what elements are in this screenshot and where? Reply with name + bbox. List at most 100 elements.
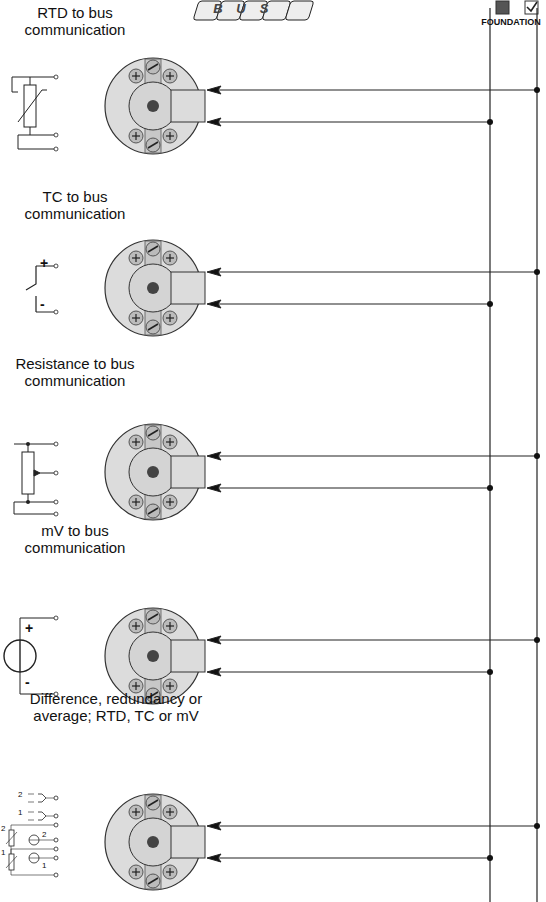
screw-cross (135, 622, 136, 630)
terminal-screw (163, 435, 177, 449)
wire (12, 77, 30, 92)
terminal-screw (163, 619, 177, 633)
wire (11, 825, 12, 830)
mounting-screw (146, 874, 160, 888)
screw-slot (148, 508, 158, 514)
screw-cross (135, 132, 136, 140)
mounting-screw (146, 610, 160, 624)
voltage-source (29, 840, 39, 841)
head-inner (129, 448, 177, 496)
wire (30, 77, 54, 85)
open-terminal (54, 847, 58, 851)
logo-check (527, 2, 537, 11)
polarity-sign: - (40, 296, 52, 312)
junction-dot (487, 485, 493, 491)
bus-drop (215, 271, 537, 272)
terminal-screw (129, 129, 143, 143)
screw-slot (148, 246, 158, 252)
voltage-source (29, 853, 39, 863)
screw-cross (135, 254, 136, 262)
screw-slot (148, 142, 158, 148)
wire (18, 135, 54, 149)
junction-dot (534, 637, 540, 643)
junction-dot (487, 119, 493, 125)
arrowhead (207, 118, 221, 126)
head-bar (145, 795, 161, 889)
arrowhead (207, 484, 221, 492)
bus-drop (215, 121, 490, 122)
screw-cross (169, 868, 170, 876)
wire (14, 444, 28, 445)
terminal-screw (129, 495, 143, 509)
center-dot (147, 836, 159, 848)
junction-dot (487, 669, 493, 675)
terminal-screw (129, 251, 143, 265)
head-tab (171, 826, 205, 858)
screw-slot (148, 324, 158, 330)
wire (14, 502, 54, 514)
head-bar (145, 425, 161, 519)
terminal-screw (163, 495, 177, 509)
terminal-screw (163, 129, 177, 143)
wire (30, 127, 54, 135)
junction-dot (534, 87, 540, 93)
head-bar (145, 241, 161, 335)
section-heading: Difference, redundancy or average; RTD, … (0, 690, 232, 725)
polarity-sign: - (25, 674, 37, 690)
open-terminal (54, 856, 58, 860)
arrowhead (207, 636, 221, 644)
open-terminal (54, 264, 58, 268)
logo-letter: B (208, 2, 228, 17)
open-terminal (54, 838, 58, 842)
head-inner (129, 818, 177, 866)
wire (11, 825, 54, 826)
terminal-screw (163, 311, 177, 325)
center-dot (147, 650, 159, 662)
polarity-sign: + (40, 255, 52, 271)
wire (36, 266, 54, 312)
terminal-screw (163, 251, 177, 265)
bus-drop (215, 639, 537, 640)
wire (20, 618, 54, 694)
channel-number: 1 (42, 861, 50, 870)
wiper-arrow (34, 470, 40, 476)
terminal-screw (129, 311, 143, 325)
screw-cross (135, 682, 136, 690)
voltage-source (29, 835, 39, 845)
wire (39, 840, 54, 841)
junction-dot (487, 301, 493, 307)
open-terminal (54, 75, 58, 79)
section-heading: RTD to bus communication (2, 4, 148, 39)
logo-box (286, 1, 314, 20)
head-inner (129, 82, 177, 130)
logo-letter: U (231, 2, 251, 17)
logo-square (496, 1, 509, 14)
junction-dot (534, 269, 540, 275)
logo-checkbox (525, 1, 538, 14)
mounting-screw (146, 138, 160, 152)
head-tab (171, 90, 205, 122)
junction-dot (26, 442, 30, 446)
junction-dot (26, 500, 30, 504)
mounting-screw (146, 796, 160, 810)
screw-cross (169, 72, 170, 80)
section-heading: Resistance to bus communication (2, 355, 148, 390)
open-terminal (54, 512, 58, 516)
junction-dot (534, 453, 540, 459)
bus-drop (215, 857, 490, 858)
screw-cross (135, 498, 136, 506)
wire (46, 798, 54, 799)
mounting-screw (146, 426, 160, 440)
head-tab (171, 640, 205, 672)
wire (40, 473, 54, 474)
center-dot (147, 100, 159, 112)
center-dot (147, 466, 159, 478)
screw-cross (169, 498, 170, 506)
voltage-source (19, 640, 20, 672)
wire (11, 849, 54, 850)
screw-cross (169, 438, 170, 446)
open-terminal (54, 133, 58, 137)
bus-drop (215, 455, 537, 456)
open-terminal (54, 500, 58, 504)
screw-cross (169, 254, 170, 262)
